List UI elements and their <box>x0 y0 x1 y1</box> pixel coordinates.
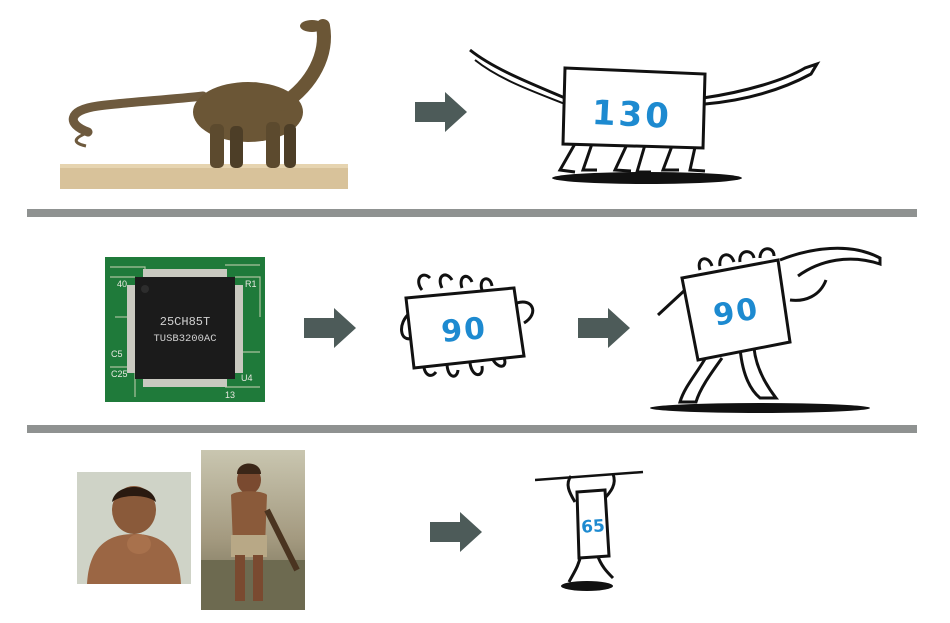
chip-marking-2: TUSB3200AC <box>153 333 216 345</box>
dinosaur-cartoon: 130 <box>465 40 825 190</box>
board-marking: U4 <box>241 373 253 383</box>
arrow-right-icon <box>304 308 360 348</box>
board-marking: C5 <box>111 349 123 359</box>
chip-marking-1: 25CH85T <box>160 315 210 329</box>
arrow-right-icon <box>415 92 471 132</box>
arrow-right-icon <box>430 512 486 552</box>
walking-chip-number: 90 <box>711 291 762 333</box>
chip-cartoon: 90 <box>392 268 542 393</box>
runner-cartoon: 65 <box>535 462 645 594</box>
dinosaur-photo <box>58 14 348 189</box>
neanderthal-photo-2 <box>201 450 305 610</box>
dinosaur-number: 130 <box>591 93 673 137</box>
microchip-photo: 25CH85T TUSB3200AC 40 C5 13 U4 R1 C25 <box>105 257 265 402</box>
arrow-right-icon <box>578 308 634 348</box>
board-marking: 13 <box>225 390 235 400</box>
board-marking: 40 <box>117 279 127 289</box>
row-divider-2 <box>27 425 917 433</box>
walking-chip-cartoon: 90 <box>630 230 900 415</box>
row-divider-1 <box>27 209 917 217</box>
neanderthal-photo-1 <box>77 472 191 584</box>
board-marking: R1 <box>245 279 257 289</box>
board-marking: C25 <box>111 369 128 379</box>
runner-number: 65 <box>581 516 606 538</box>
chip-number: 90 <box>440 311 489 350</box>
